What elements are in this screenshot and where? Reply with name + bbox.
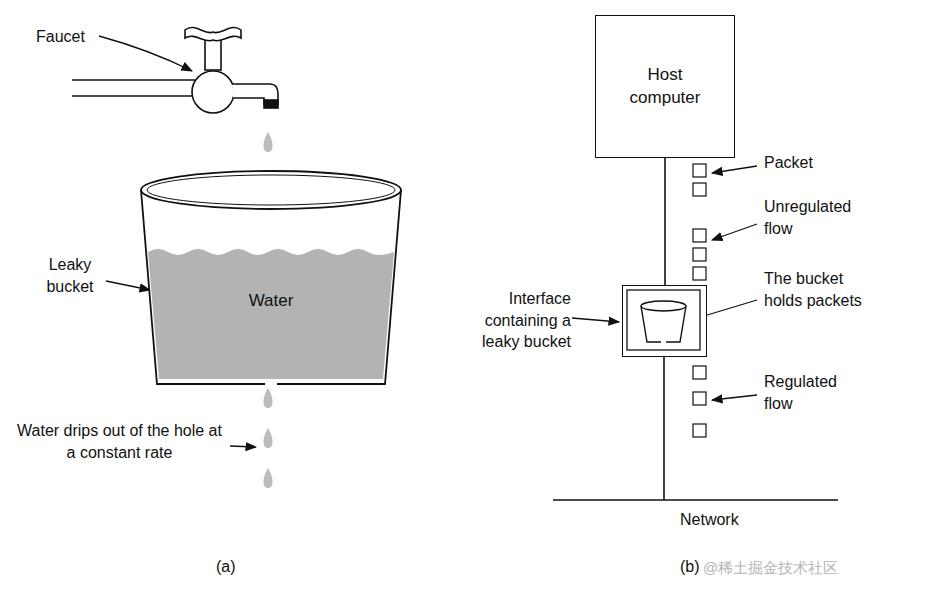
callout-label: Unregulated flow xyxy=(764,196,874,241)
watermark: @稀土掘金技术社区 xyxy=(703,557,838,578)
callout-label: The bucket holds packets xyxy=(764,268,864,313)
panel-label: (b) xyxy=(680,556,700,578)
callout-label: Faucet xyxy=(36,26,85,48)
interface-label: Interface containing a leaky bucket xyxy=(453,288,571,353)
leader-lines xyxy=(99,36,757,447)
wire xyxy=(664,158,666,285)
callout-label: Water drips out of the hole at a constan… xyxy=(12,420,227,465)
bucket-label: Water xyxy=(138,290,404,313)
callout-label: Network xyxy=(680,509,739,531)
faucet xyxy=(72,27,278,113)
box-label: Host computer xyxy=(615,64,715,110)
bucket-outline xyxy=(138,168,404,390)
interface-box: Interface containing a leaky bucket xyxy=(622,285,707,357)
host-box: Host computer xyxy=(595,15,735,158)
callout-label: Packet xyxy=(764,152,813,174)
leaky-bucket: Water xyxy=(138,168,404,390)
callout-label: Leaky bucket xyxy=(35,254,105,299)
small-bucket xyxy=(621,284,706,356)
callout-label: Regulated flow xyxy=(764,371,864,416)
panel-label: (a) xyxy=(216,556,236,578)
